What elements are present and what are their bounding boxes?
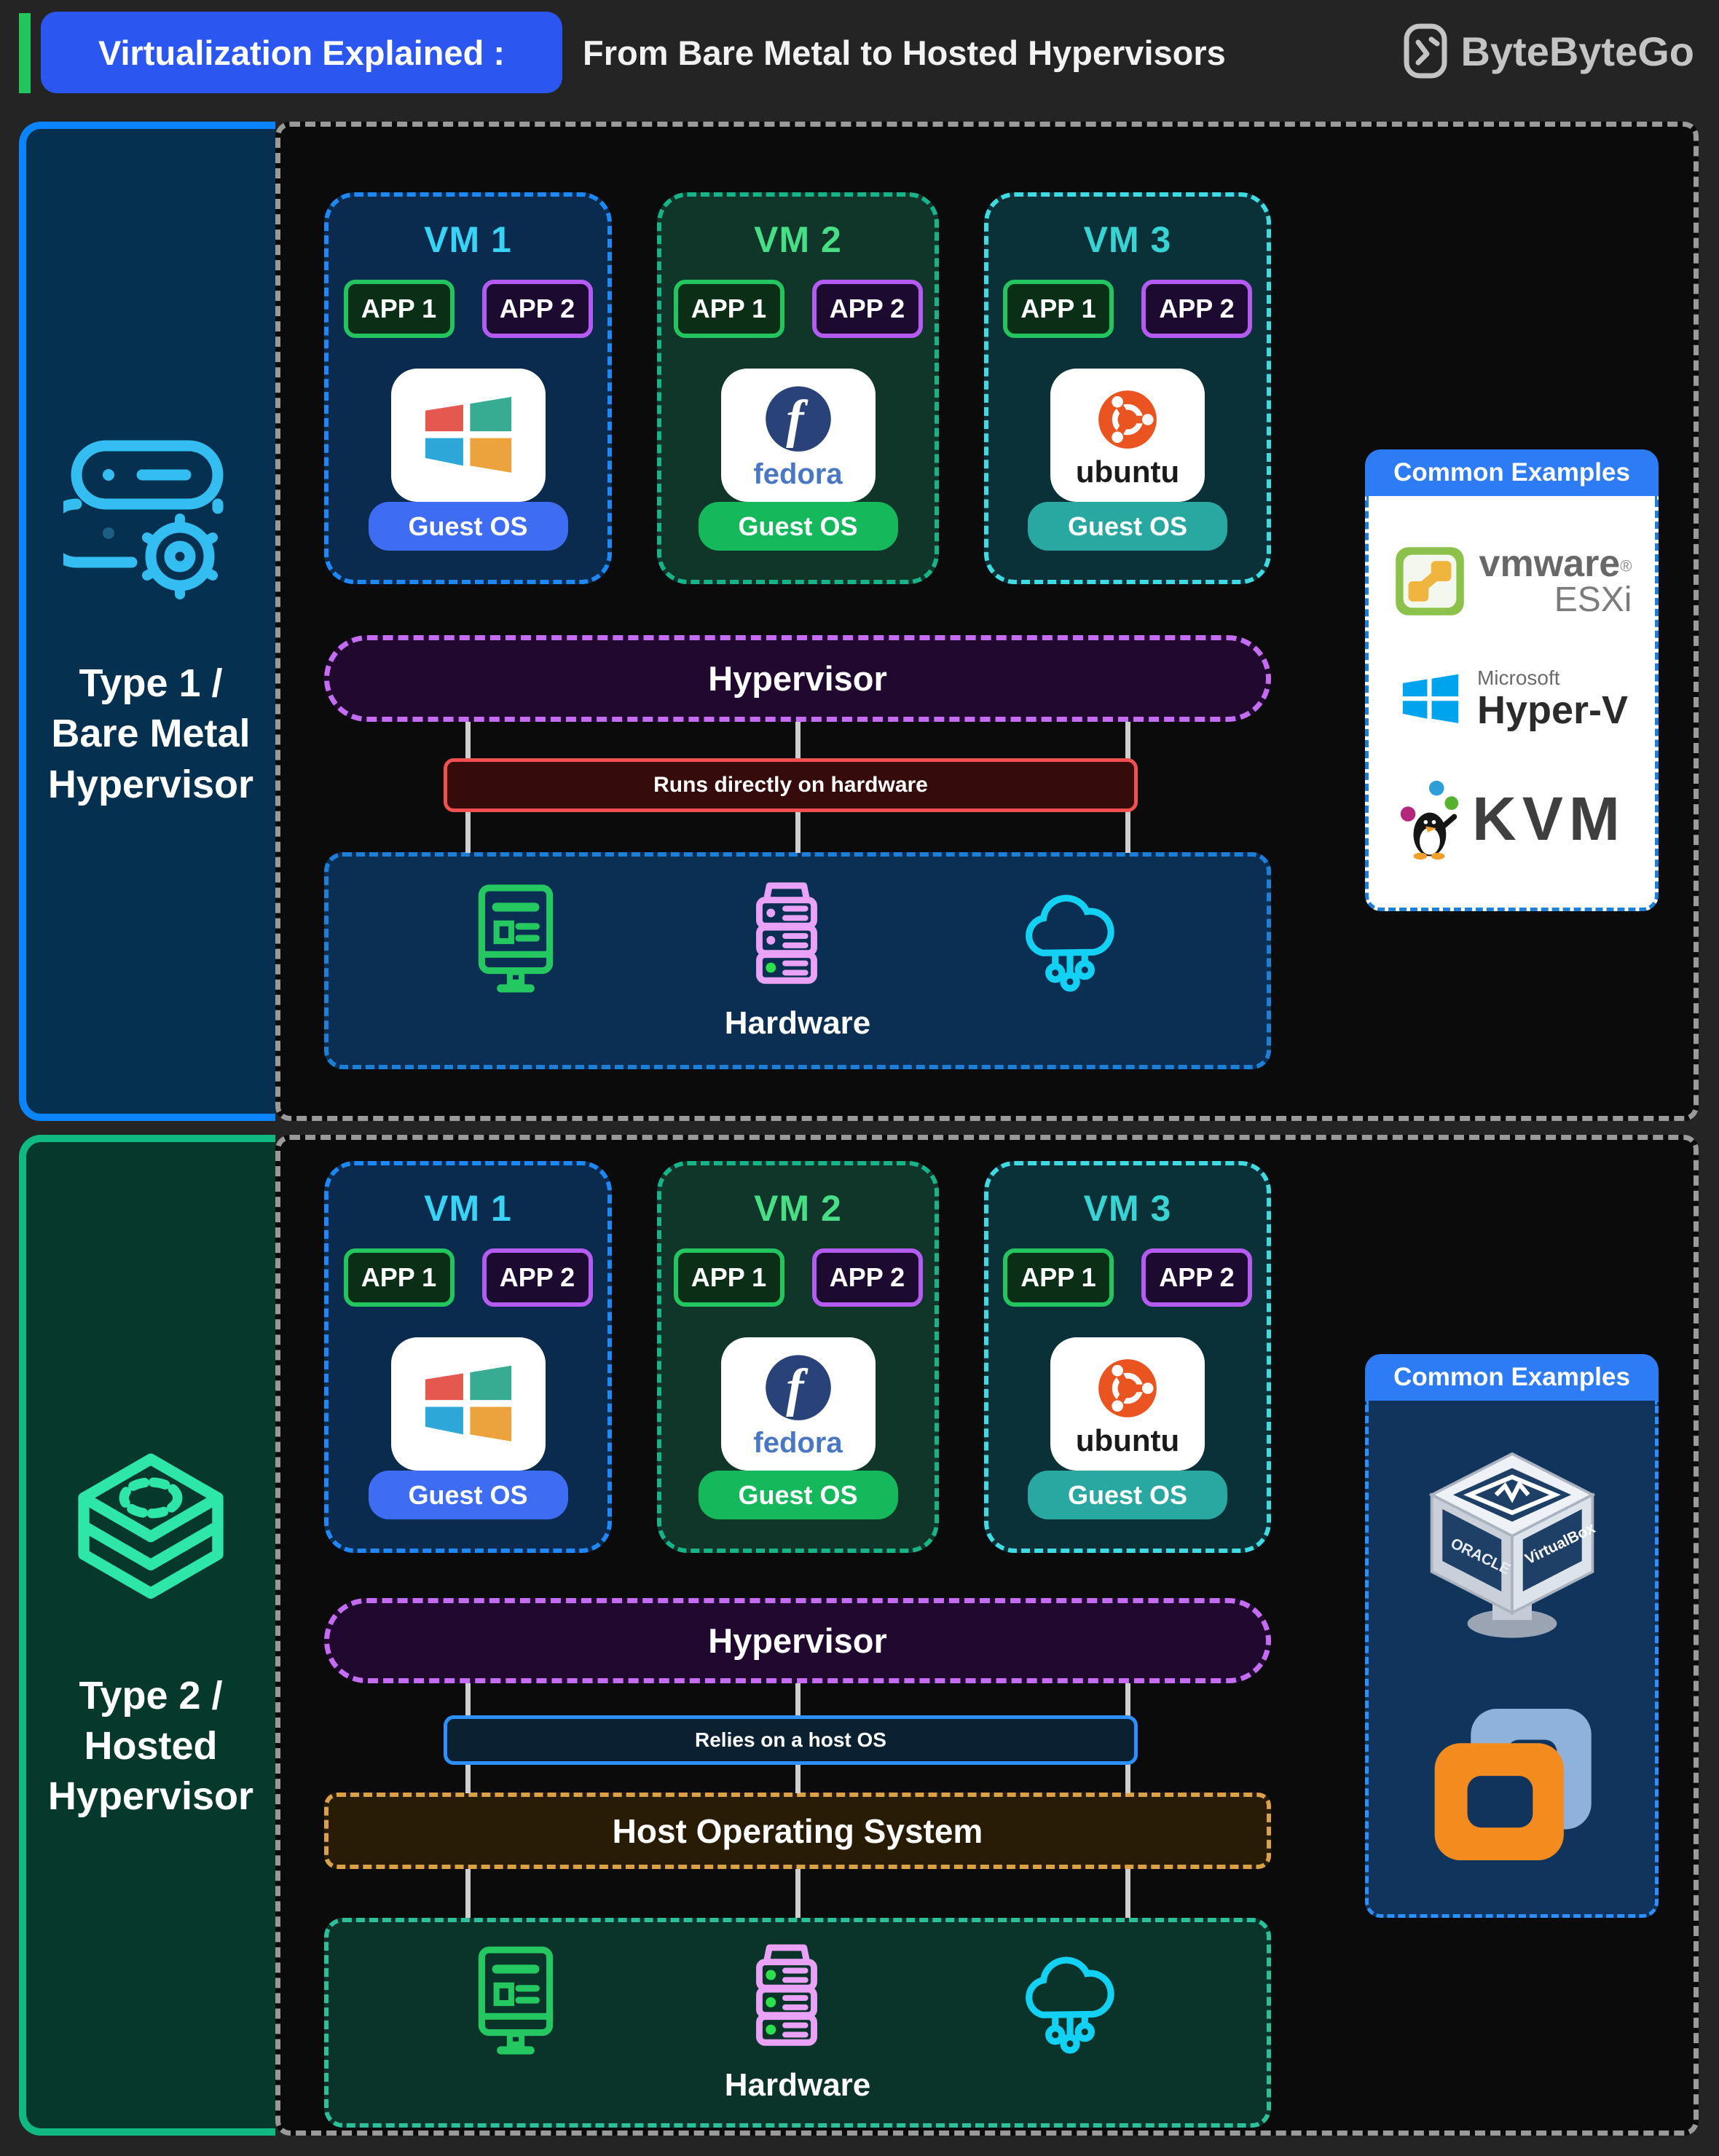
type2-hardware-box: Hardware: [324, 1918, 1271, 2128]
type1-vm2-card: VM 2 APP 1 APP 2 f fedora Guest OS: [657, 192, 939, 584]
vm-title: VM 2: [754, 1188, 842, 1229]
fedora-logo: f fedora: [720, 369, 876, 503]
app2-badge: APP 2: [481, 1248, 593, 1307]
server-gear-icon: [63, 440, 224, 600]
app1-badge: APP 1: [1003, 1248, 1114, 1307]
app1-badge: APP 1: [1003, 280, 1114, 338]
ubuntu-wordmark: ubuntu: [1075, 1423, 1180, 1457]
fedora-logo: f fedora: [720, 1337, 876, 1471]
vm-title: VM 2: [754, 219, 842, 260]
app2-badge: APP 2: [1141, 280, 1252, 338]
fedora-wordmark: fedora: [753, 458, 843, 491]
layered-box-icon: [78, 1453, 224, 1599]
type1-hypervisor-bar: Hypervisor: [324, 635, 1271, 722]
type2-label: Type 2 / Hosted Hypervisor: [47, 1673, 254, 1819]
connector-line: [1125, 1869, 1130, 1918]
type2-vm1-card: VM 1 APP 1 APP 2 Guest OS: [324, 1161, 612, 1553]
ubuntu-logo: ubuntu: [1050, 369, 1205, 503]
header-badge-label: Virtualization Explained :: [98, 33, 505, 72]
hardware-label: Hardware: [724, 1005, 871, 1041]
type2-vm3-card: VM 3 APP 1 APP 2 ubuntu Guest OS: [984, 1161, 1271, 1553]
guest-os-badge: Guest OS: [1028, 502, 1227, 551]
type2-vm2-card: VM 2 APP 1 APP 2 f fedora Guest OS: [657, 1161, 939, 1553]
vm-title: VM 1: [424, 1188, 512, 1229]
guest-os-badge: Guest OS: [368, 502, 568, 551]
virtualbox-logo: ORACLE VirtualBox: [1414, 1436, 1610, 1654]
bytebytego-logo-icon: [1404, 23, 1447, 79]
vmware-workstation-logo: [1417, 1690, 1607, 1879]
guest-os-badge: Guest OS: [1028, 1471, 1227, 1519]
monitor-icon: [478, 1946, 554, 2055]
kvm-logo: KVM: [1398, 779, 1626, 860]
app1-badge: APP 1: [673, 1248, 784, 1307]
cloud-network-icon: [1026, 894, 1114, 992]
type1-vm1-card: VM 1 APP 1 APP 2 Guest OS: [324, 192, 612, 584]
vm-title: VM 1: [424, 219, 512, 260]
windows-logo: [390, 1337, 546, 1471]
examples-panel-header: Common Examples: [1365, 449, 1659, 496]
type2-sidebar: Type 2 / Hosted Hypervisor: [19, 1135, 275, 2136]
connector-line: [465, 1869, 471, 1918]
header-accent-bar: [19, 13, 31, 93]
type2-examples-panel: Common Examples ORACLE VirtualBox: [1365, 1354, 1659, 1918]
ubuntu-logo: ubuntu: [1050, 1337, 1205, 1471]
type2-hypervisor-bar: Hypervisor: [324, 1598, 1271, 1683]
app1-badge: APP 1: [343, 1248, 455, 1307]
server-stack-icon: [756, 1944, 817, 2046]
type1-label: Type 1 / Bare Metal Hypervisor: [47, 661, 254, 806]
vmware-esxi-logo: vmware® ESXi: [1392, 543, 1632, 619]
app1-badge: APP 1: [343, 280, 455, 338]
hardware-label: Hardware: [724, 2067, 871, 2103]
hyper-v-logo: Microsoft Hyper-V: [1396, 666, 1628, 731]
cloud-network-icon: [1026, 1956, 1114, 2054]
app2-badge: APP 2: [811, 1248, 923, 1307]
host-os-bar: Host Operating System: [324, 1793, 1271, 1869]
examples-panel-header: Common Examples: [1365, 1354, 1659, 1401]
guest-os-badge: Guest OS: [698, 502, 898, 551]
app2-badge: APP 2: [1141, 1248, 1252, 1307]
type1-hardware-box: Hardware: [324, 852, 1271, 1069]
type1-sidebar: Type 1 / Bare Metal Hypervisor: [19, 122, 275, 1121]
header-badge: Virtualization Explained :: [41, 12, 562, 93]
bytebytego-wordmark: ByteByteGo: [1460, 28, 1694, 74]
app2-badge: APP 2: [481, 280, 593, 338]
server-stack-icon: [756, 882, 817, 984]
guest-os-badge: Guest OS: [698, 1471, 898, 1519]
type1-examples-panel: Common Examples vmware® ESXi: [1365, 449, 1659, 911]
bytebytego-brand: ByteByteGo: [1402, 20, 1694, 82]
type1-note-badge: Runs directly on hardware: [444, 758, 1138, 812]
windows-logo: [390, 369, 546, 503]
app1-badge: APP 1: [673, 280, 784, 338]
connector-line: [795, 1869, 801, 1918]
vm-title: VM 3: [1083, 219, 1172, 260]
monitor-icon: [478, 884, 554, 993]
fedora-wordmark: fedora: [753, 1427, 843, 1460]
page-title: From Bare Metal to Hosted Hypervisors: [583, 33, 1226, 72]
vm-title: VM 3: [1083, 1188, 1172, 1229]
guest-os-badge: Guest OS: [368, 1471, 568, 1519]
type2-note-badge: Relies on a host OS: [444, 1715, 1138, 1765]
app2-badge: APP 2: [811, 280, 923, 338]
ubuntu-wordmark: ubuntu: [1075, 454, 1180, 489]
type1-vm3-card: VM 3 APP 1 APP 2 ubuntu Guest OS: [984, 192, 1271, 584]
